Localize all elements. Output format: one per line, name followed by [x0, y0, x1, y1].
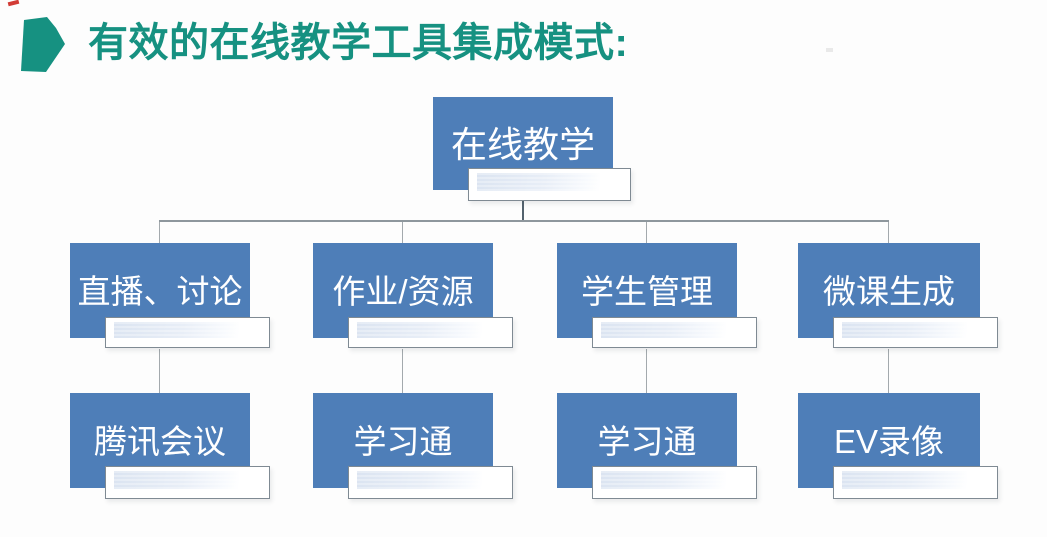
node-root-reflection	[468, 168, 631, 201]
connector-drop-live	[159, 222, 160, 243]
reflection-sheen	[842, 322, 967, 338]
node-reflection	[348, 466, 513, 499]
node-reflection	[592, 466, 757, 499]
reflection-sheen	[842, 471, 967, 489]
node-reflection	[105, 317, 270, 348]
red-dash-mark	[7, 0, 20, 7]
node-tool-label: 学习通	[597, 422, 697, 460]
connector-root-stub	[522, 201, 524, 221]
reflection-sheen	[114, 322, 239, 338]
reflection-sheen	[357, 322, 482, 338]
connector-drop-microcourse	[888, 222, 889, 243]
node-root-label: 在线教学	[450, 123, 595, 165]
node-category-student-management: 学生管理	[557, 243, 737, 338]
node-category-label: 作业/资源	[332, 272, 474, 310]
title-bullet-arrow-icon	[21, 17, 65, 72]
reflection-sheen	[114, 471, 239, 489]
connector-microcourse-to-tool	[888, 349, 889, 393]
node-reflection	[833, 466, 998, 499]
connector-horizontal-rail	[159, 220, 889, 222]
node-category-label: 直播、讨论	[77, 272, 243, 310]
node-tool-label: 学习通	[353, 422, 453, 460]
page-title: 有效的在线教学工具集成模式:	[88, 21, 629, 65]
node-reflection	[833, 317, 998, 348]
connector-homework-to-tool	[402, 349, 403, 393]
reflection-sheen	[357, 471, 482, 489]
node-category-label: 学生管理	[581, 272, 713, 310]
node-reflection	[348, 317, 513, 348]
reflection-sheen	[477, 173, 600, 191]
node-tool-label: EV录像	[833, 422, 945, 460]
reflection-sheen	[601, 471, 726, 489]
node-tool-label: 腾讯会议	[94, 422, 226, 460]
connector-students-to-tool	[646, 349, 647, 393]
node-category-label: 微课生成	[823, 272, 955, 310]
node-reflection	[592, 317, 757, 348]
connector-drop-students	[646, 222, 647, 243]
connector-live-to-tool	[159, 349, 160, 393]
reflection-sheen	[601, 322, 726, 338]
node-reflection	[105, 466, 270, 499]
connector-drop-homework	[402, 222, 403, 243]
faint-smudge-mark	[826, 48, 833, 52]
